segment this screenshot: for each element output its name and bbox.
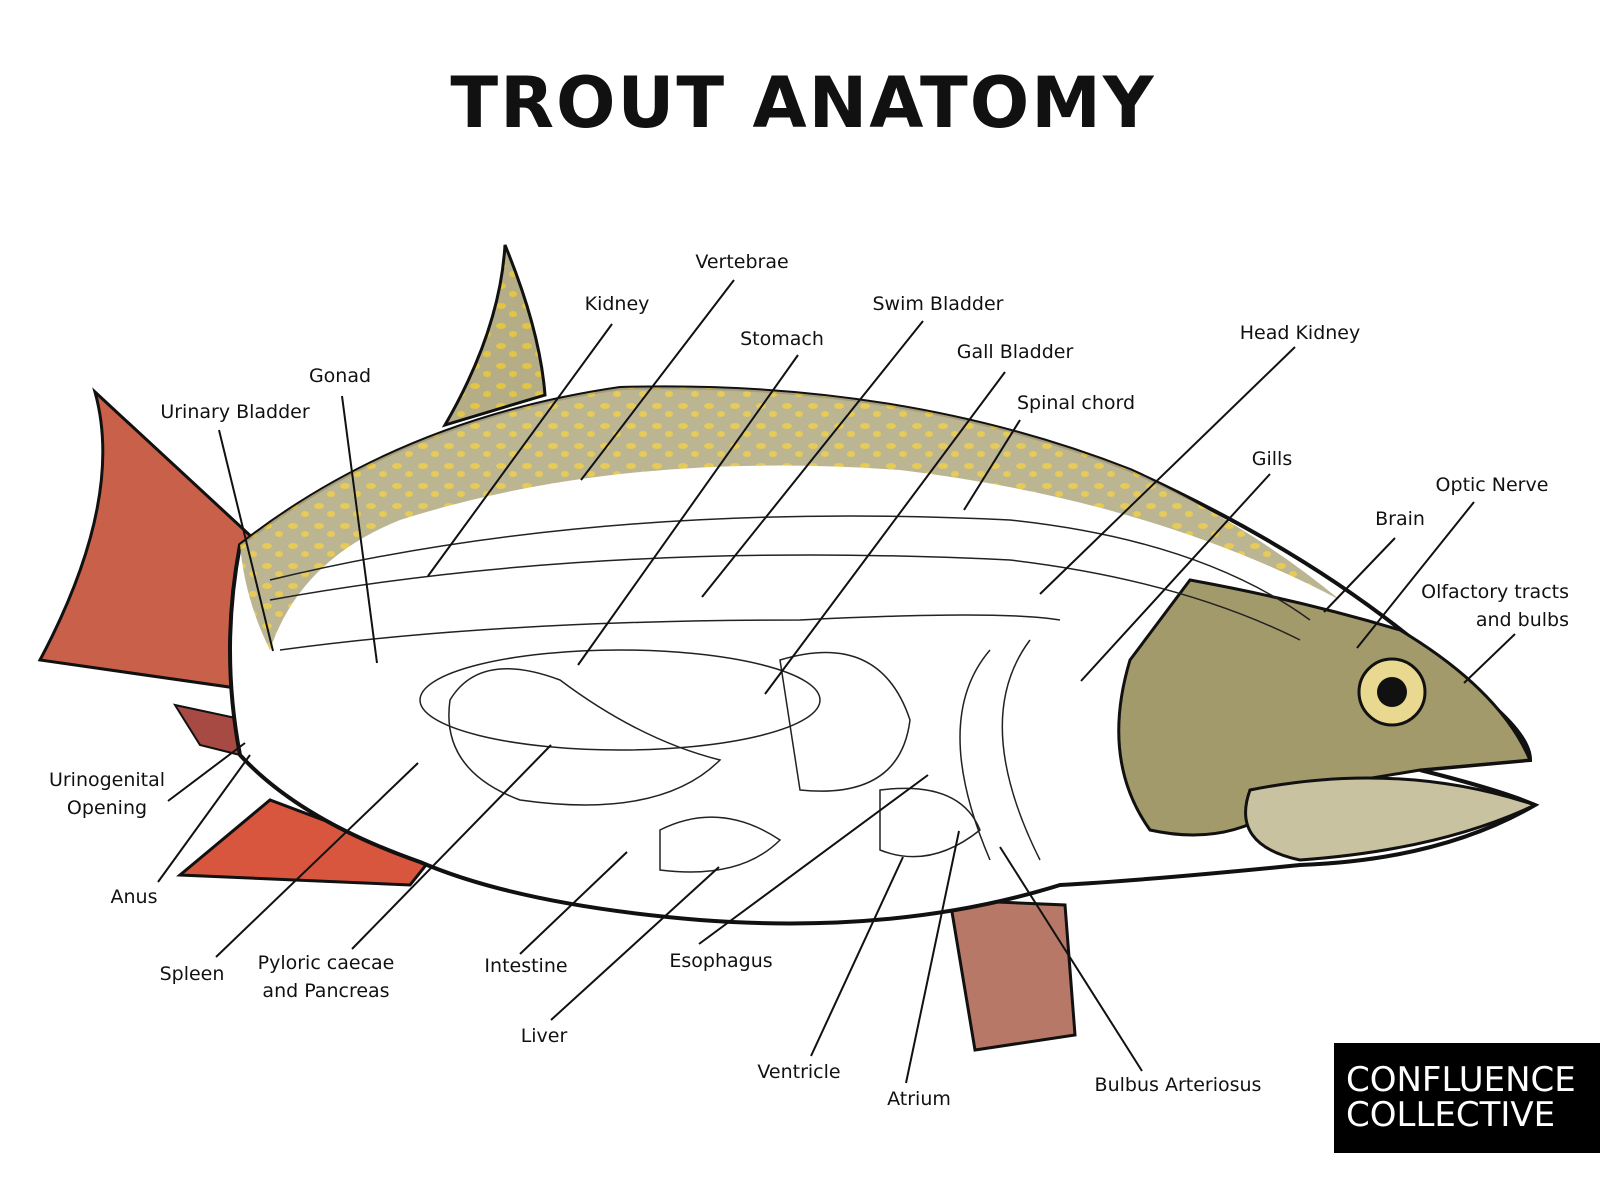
label-swim-bladder: Swim Bladder [872,293,1004,315]
label-gonad: Gonad [308,365,372,387]
label-pyloric-caecae: Pyloric caecae and Pancreas [258,949,395,1005]
label-olfactory-line2: and bulbs [1475,609,1569,631]
label-pyloric-line2: and Pancreas [262,980,390,1002]
caudal-fin [37,387,257,692]
label-brain: Brain [1375,508,1425,530]
confluence-collective-logo: CONFLUENCE COLLECTIVE [1334,1043,1600,1153]
label-urinary-bladder: Urinary Bladder [160,401,310,423]
label-spleen: Spleen [159,963,225,985]
logo-line2: COLLECTIVE [1346,1095,1556,1135]
label-atrium: Atrium [887,1088,951,1110]
fish-head [1117,578,1533,837]
label-esophagus: Esophagus [669,950,773,972]
label-stomach: Stomach [740,328,824,350]
label-urinogenital-opening: Urinogenital Opening [49,766,165,822]
label-intestine: Intestine [484,955,568,977]
label-olfactory: Olfactory tracts and bulbs [1421,578,1569,634]
label-pyloric-line1: Pyloric caecae [257,952,395,974]
label-optic-nerve: Optic Nerve [1435,474,1549,496]
leader-lines [157,279,1516,1084]
pelvic-fin [948,898,1077,1052]
label-ventricle: Ventricle [757,1061,841,1083]
label-vertebrae: Vertebrae [695,251,789,273]
label-liver: Liver [520,1025,568,1047]
diagram-title: TROUT ANATOMY [450,62,1156,144]
label-kidney: Kidney [584,293,650,315]
label-spinal-chord: Spinal chord [1016,392,1136,414]
logo-line1: CONFLUENCE [1346,1060,1576,1100]
label-gall-bladder: Gall Bladder [956,341,1074,363]
dorsal-fin [441,244,547,428]
label-gills: Gills [1251,448,1293,470]
fish-jaw [1244,776,1540,862]
label-bulbus-arteriosus: Bulbus Arteriosus [1094,1074,1262,1096]
label-anus: Anus [110,886,158,908]
label-head-kidney: Head Kidney [1239,322,1361,344]
label-urinogenital-line2: Opening [66,797,148,819]
label-olfactory-line1: Olfactory tracts [1421,581,1569,603]
label-urinogenital-line1: Urinogenital [48,769,166,791]
